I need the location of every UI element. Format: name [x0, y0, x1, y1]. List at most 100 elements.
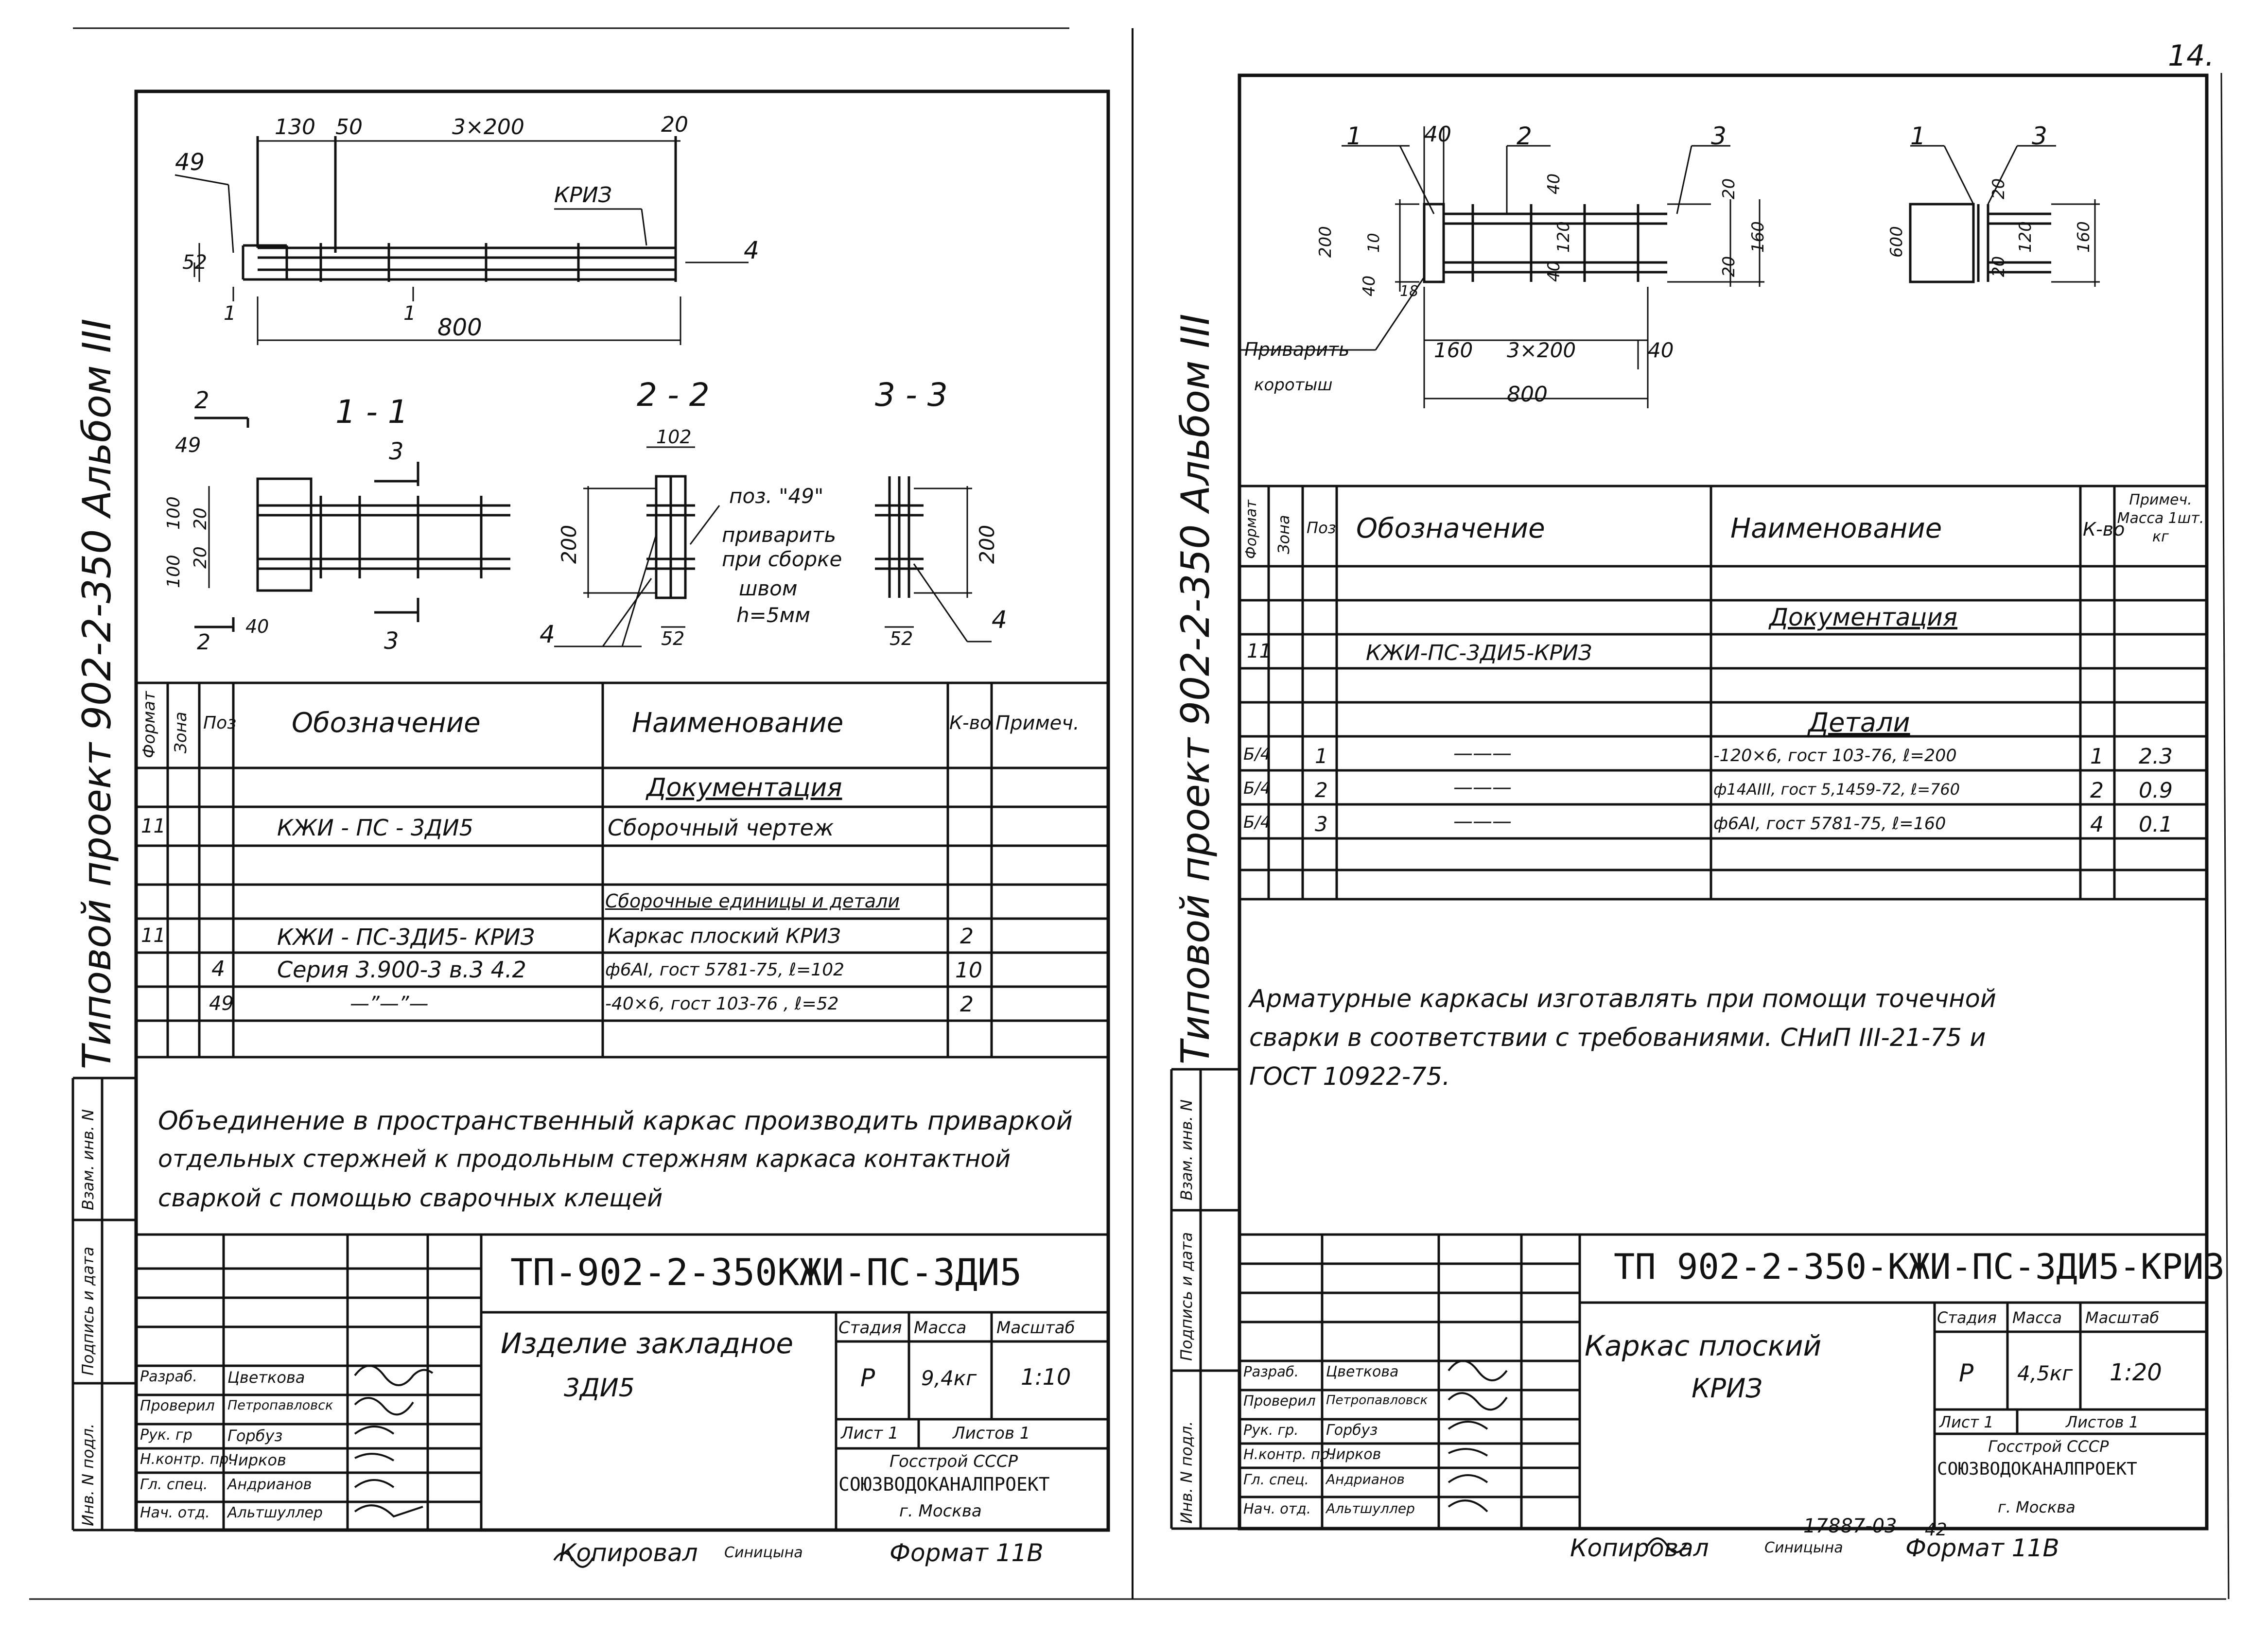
- r-s-label-1: 1: [1910, 122, 1926, 150]
- right-footer-copied: Копировал: [1570, 1534, 1709, 1562]
- left-album-vertical: Типовой проект 902-2-350 Альбом III: [74, 318, 120, 1069]
- left-spec-row-5-qty: 10: [955, 958, 982, 983]
- right-stamp-mass-h: Масса: [2012, 1308, 2062, 1327]
- r-label-2: 2: [1517, 122, 1532, 150]
- left-role-2: Рук. гр: [140, 1427, 192, 1444]
- left-name-3: Чирков: [227, 1451, 286, 1469]
- r-s-dim-160: 160: [2074, 221, 2094, 253]
- right-role-3: Н.контр. пр.: [1243, 1446, 1334, 1462]
- left-stamp-org-1: Госстрой СССР: [890, 1452, 1018, 1471]
- right-spec-row-5-qty: 1: [2090, 744, 2104, 769]
- left-name-0: Цветкова: [227, 1368, 305, 1387]
- right-spec-row-6-note: 0.9: [2139, 778, 2173, 803]
- sec11-3b: 3: [384, 627, 399, 655]
- right-stamp-scale-h: Масштаб: [2085, 1308, 2160, 1327]
- left-spec-h-note: Примеч.: [995, 712, 1080, 734]
- right-stamp-stage: Р: [1959, 1359, 1974, 1387]
- right-note-line-3: ГОСТ 10922-75.: [1249, 1062, 1450, 1091]
- sec22-52: 52: [661, 628, 685, 649]
- r-dim-160b: 160: [1434, 338, 1473, 362]
- left-spec-row-6-pos: 49: [209, 992, 234, 1015]
- sec11-49: 49: [175, 433, 201, 457]
- sec33-52: 52: [890, 628, 913, 649]
- left-spec-h-zone: Зона: [171, 712, 191, 753]
- right-name-5: Альтшуллер: [1326, 1500, 1415, 1516]
- r-dim-40c: 40: [1544, 261, 1564, 282]
- right-spec-row-1-name: Документация: [1769, 603, 1957, 631]
- dim-20: 20: [661, 112, 688, 137]
- sec11-20b: 20: [191, 546, 210, 569]
- left-stamp-title-1: Изделие закладное: [501, 1327, 794, 1360]
- left-spec-h-format: Формат: [140, 691, 159, 758]
- r-dim-10: 10: [1364, 233, 1383, 253]
- right-spec-row-2-designation: КЖИ-ПС-3ДИ5-КРИЗ: [1366, 641, 1592, 665]
- sec11-40: 40: [245, 616, 269, 637]
- left-spec-row-1-name: Сборочный чертеж: [608, 815, 834, 841]
- right-spec-row-6-format: Б/4: [1243, 779, 1271, 798]
- r-dim-800: 800: [1507, 382, 1548, 407]
- right-spec-row-6-pos: 2: [1315, 778, 1328, 802]
- r-dim-40d: 40: [1648, 338, 1674, 362]
- right-stamp-org-3: г. Москва: [1998, 1498, 2076, 1516]
- signature-marks: [354, 1360, 1688, 1568]
- right-name-3: Чирков: [1326, 1446, 1381, 1463]
- right-stamp-org-2: СОЮЗВОДОКАНАЛПРОЕКТ: [1937, 1459, 2137, 1479]
- right-spec-h-qty: К-во: [2083, 519, 2125, 540]
- left-name-5: Альтшуллер: [227, 1504, 323, 1521]
- sec22-note-2: приварить: [722, 523, 837, 547]
- right-name-1: Петропавловск: [1326, 1393, 1428, 1408]
- right-spec-h-format: Формат: [1243, 500, 1260, 559]
- sec11-3a: 3: [389, 438, 404, 465]
- right-spec-h-name: Наименование: [1730, 513, 1942, 544]
- left-side-box-2: Подпись и дата: [79, 1246, 97, 1375]
- left-footer-copier: Синицына: [724, 1544, 803, 1561]
- right-note-line-1: Арматурные каркасы изготавлять при помощ…: [1249, 985, 1996, 1013]
- left-spec-row-3-name: Сборочные единицы и детали: [605, 890, 900, 912]
- right-stamp-sheets: Листов 1: [2066, 1413, 2139, 1431]
- right-spec-row-7-pos: 3: [1315, 812, 1328, 836]
- sec11-100b: 100: [164, 555, 184, 588]
- left-spec-h-pos: Поз: [203, 713, 237, 733]
- left-spec-row-6-name: -40×6, гост 103-76 , ℓ=52: [605, 994, 839, 1014]
- left-spec-row-6-designation: —”—”—: [350, 992, 429, 1015]
- sec22-note-3: при сборке: [722, 547, 842, 571]
- right-name-2: Горбуз: [1326, 1422, 1378, 1439]
- r-dim-200: 200: [1316, 226, 1335, 258]
- left-stamp-org-3: г. Москва: [899, 1501, 982, 1521]
- dim-50: 50: [335, 115, 363, 139]
- right-stamp-scale: 1:20: [2110, 1359, 2162, 1386]
- left-stamp-mass: 9,4кг: [921, 1366, 977, 1390]
- r-s-dim-20a: 20: [1989, 178, 2008, 199]
- left-spec-row-4-name: Каркас плоский КРИЗ: [608, 924, 841, 948]
- right-spec-row-5-format: Б/4: [1243, 745, 1271, 764]
- sec33-4: 4: [992, 606, 1007, 634]
- left-note-line-1: Объединение в пространственный каркас пр…: [158, 1106, 1073, 1136]
- left-spec-h-name: Наименование: [632, 707, 844, 739]
- r-dim-120: 120: [1554, 221, 1573, 253]
- sec11-20a: 20: [191, 507, 210, 530]
- right-stamp-stage-h: Стадия: [1937, 1308, 1997, 1327]
- sec22-4: 4: [540, 620, 555, 648]
- right-spec-row-7-qty: 4: [2090, 812, 2104, 837]
- right-side-box-3: Инв. N подл.: [1177, 1421, 1196, 1524]
- right-spec-row-7-format: Б/4: [1243, 813, 1271, 832]
- right-spec-row-7-name: ф6AI, гост 5781-75, ℓ=160: [1713, 814, 1946, 834]
- sec22-note-1: поз. "49": [729, 484, 824, 508]
- left-stamp-sheets: Листов 1: [953, 1424, 1030, 1443]
- right-stamp-title-2: КРИЗ: [1692, 1373, 1762, 1404]
- right-spec-h-note: Примеч. Масса 1шт. кг: [2117, 491, 2204, 545]
- right-stamp-code: ТП 902-2-350-КЖИ-ПС-3ДИ5-КРИЗ: [1614, 1246, 2225, 1287]
- right-name-4: Андрианов: [1326, 1471, 1405, 1487]
- left-role-3: Н.контр. пр.: [140, 1451, 233, 1468]
- r-dim-18: 18: [1400, 283, 1419, 300]
- right-name-0: Цветкова: [1326, 1363, 1399, 1380]
- right-stamp-title-1: Каркас плоский: [1585, 1329, 1822, 1362]
- dim-800: 800: [437, 314, 482, 341]
- r-s-dim-600: 600: [1887, 226, 1906, 258]
- page-number: 14.: [2168, 39, 2215, 73]
- right-role-4: Гл. спец.: [1243, 1471, 1309, 1488]
- right-spec-h-pos: Поз: [1307, 519, 1336, 537]
- right-side-box-2: Подпись и дата: [1177, 1232, 1196, 1361]
- left-spec-row-4-qty: 2: [960, 924, 974, 949]
